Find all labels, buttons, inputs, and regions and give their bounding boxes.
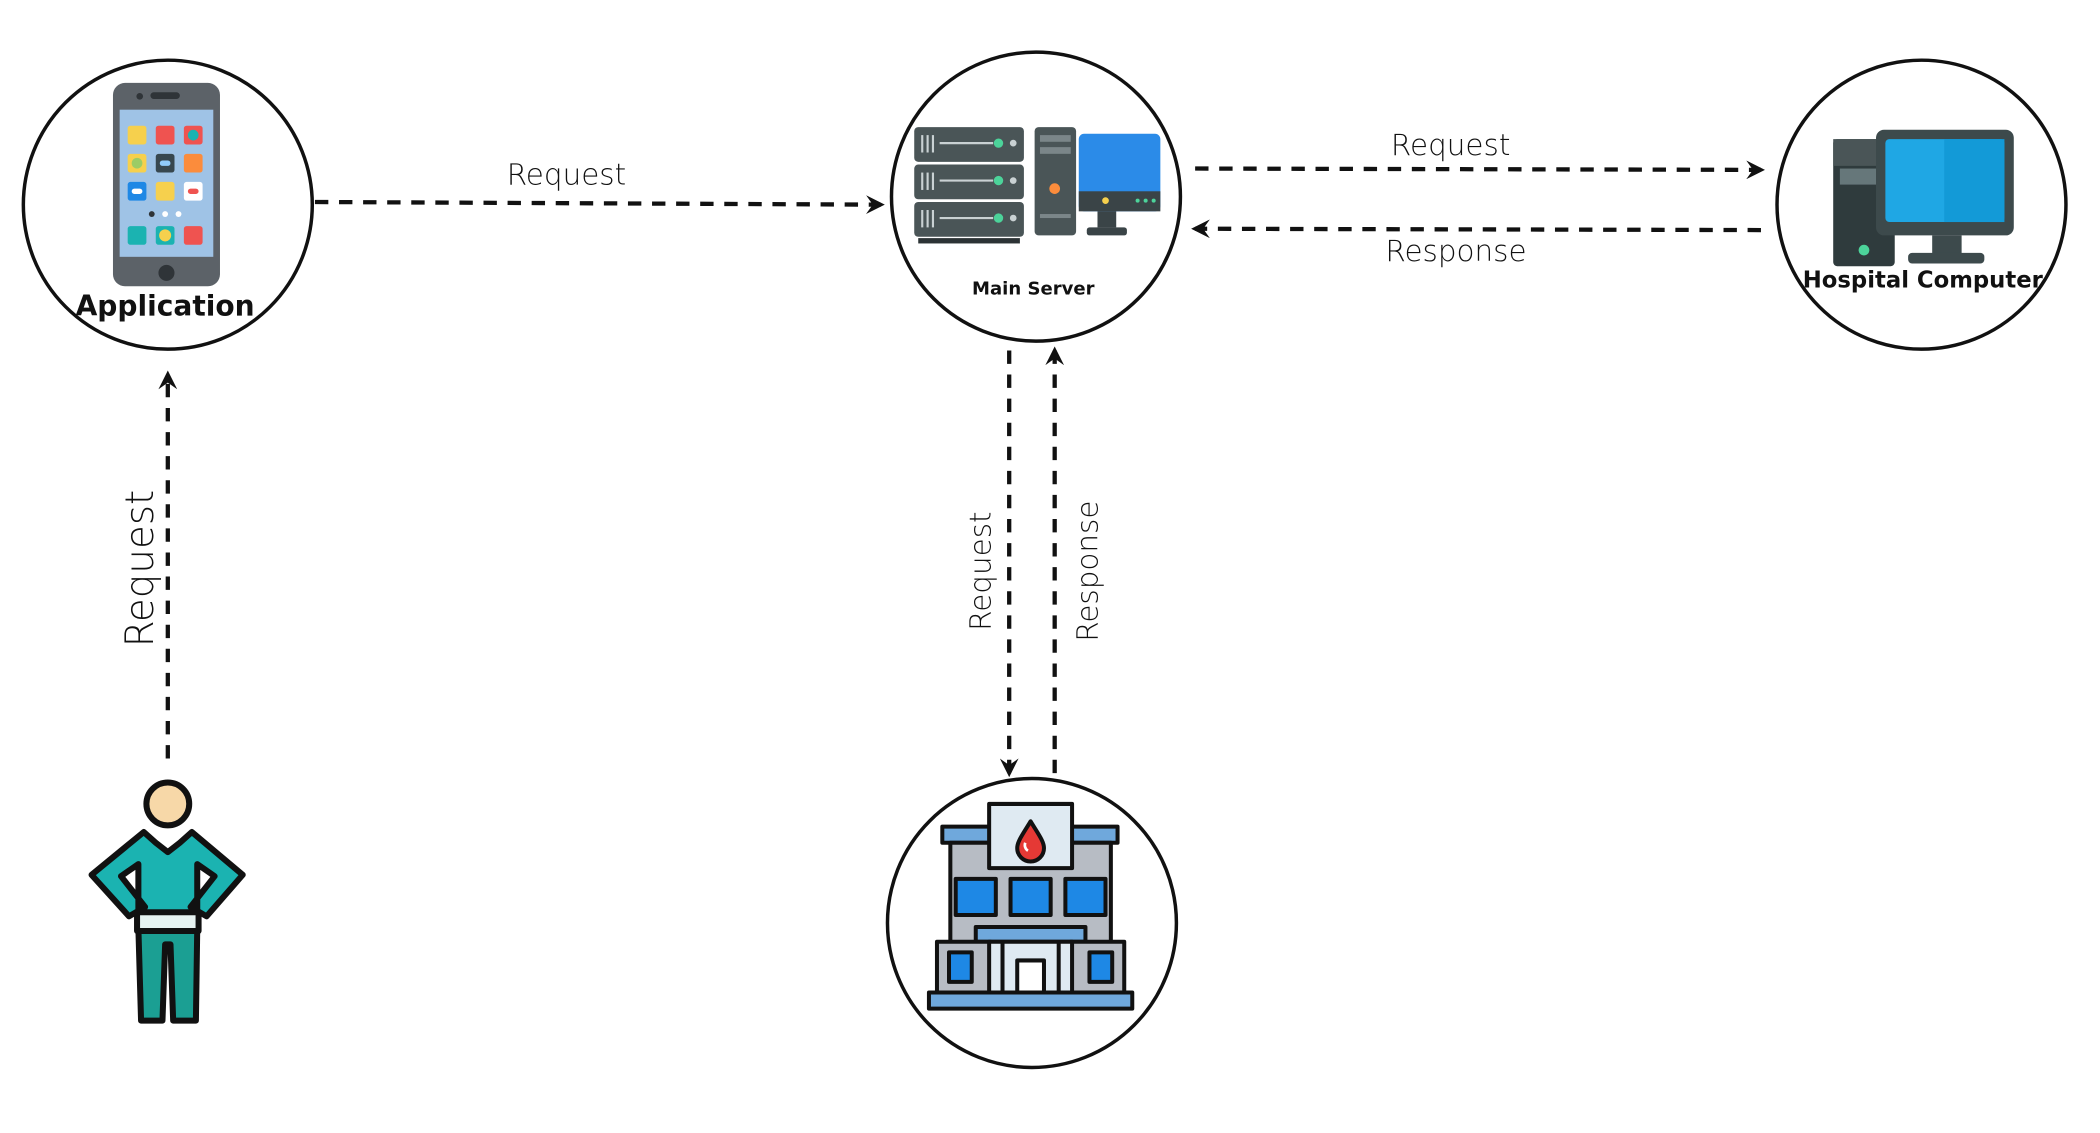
- node-user: [88, 779, 246, 1024]
- edge-label-server-to-blood-bank: Request: [963, 511, 997, 630]
- edge-label-user-to-application: Request: [118, 490, 163, 648]
- flow-hospital-to-server: [1191, 219, 1761, 239]
- node-label-hospital-computer: Hospital Computer: [1803, 268, 2044, 294]
- flow-application-to-server: [314, 195, 885, 214]
- node-blood-bank: [885, 776, 1179, 1070]
- edge-label-hospital-to-server: Response: [1385, 234, 1526, 268]
- node-main-server: Main Server: [889, 50, 1183, 343]
- node-label-application: Application: [76, 290, 255, 323]
- node-application: Application: [21, 58, 315, 351]
- edge-label-blood-bank-to-server: Response: [1070, 501, 1104, 642]
- node-hospital-computer: Hospital Computer: [1775, 58, 2068, 351]
- desktop-tower-icon: [1034, 127, 1077, 236]
- server-rack-icon: [914, 127, 1024, 244]
- edge-label-application-to-server: Request: [507, 158, 626, 192]
- desktop-monitor-icon: [1078, 133, 1161, 236]
- flow-server-to-hospital: [1195, 160, 1765, 180]
- person-icon: [88, 779, 246, 1024]
- node-label-main-server: Main Server: [972, 278, 1095, 299]
- smartphone-icon: [112, 82, 220, 287]
- desktop-computer-icon: [1833, 129, 2014, 267]
- blood-bank-building-icon: [926, 801, 1135, 1011]
- edge-label-server-to-hospital: Request: [1391, 128, 1510, 162]
